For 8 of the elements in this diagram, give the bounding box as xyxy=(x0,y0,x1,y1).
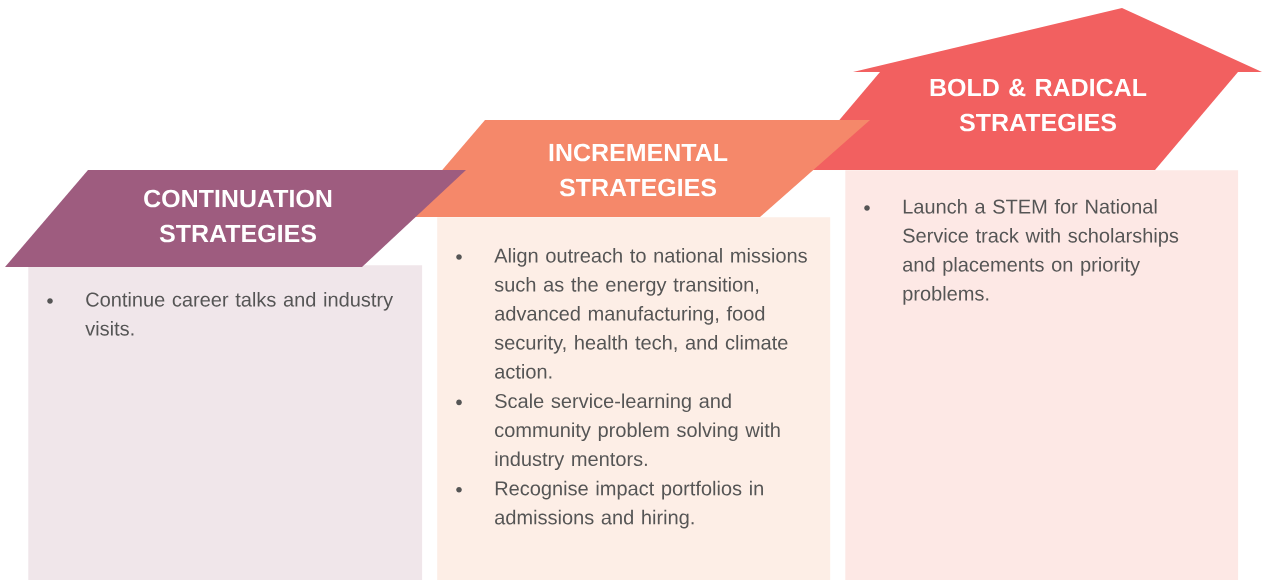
bullet-text: Scale service-learning and community problem solving with industry mentors. xyxy=(495,393,780,471)
bullet-text: Recognise impact portfolios in admissions and hiring. xyxy=(495,480,763,529)
bullet-text: Continue career talks and industry visits. xyxy=(85,292,394,336)
banner: CONTINUATION STRATEGIES xyxy=(5,170,466,267)
banner: INCREMENTAL STRATEGIES xyxy=(402,120,870,217)
banner: BOLD & RADICAL STRATEGIES xyxy=(797,8,1262,170)
bullet-text: Launch a STEM for National Service track with scholarships and placements on priority problems. xyxy=(903,199,1179,305)
bullet-text: Align outreach to national missions such as the energy transition, advanced manufacturing, food security, health tech, and climate action. xyxy=(494,248,807,379)
